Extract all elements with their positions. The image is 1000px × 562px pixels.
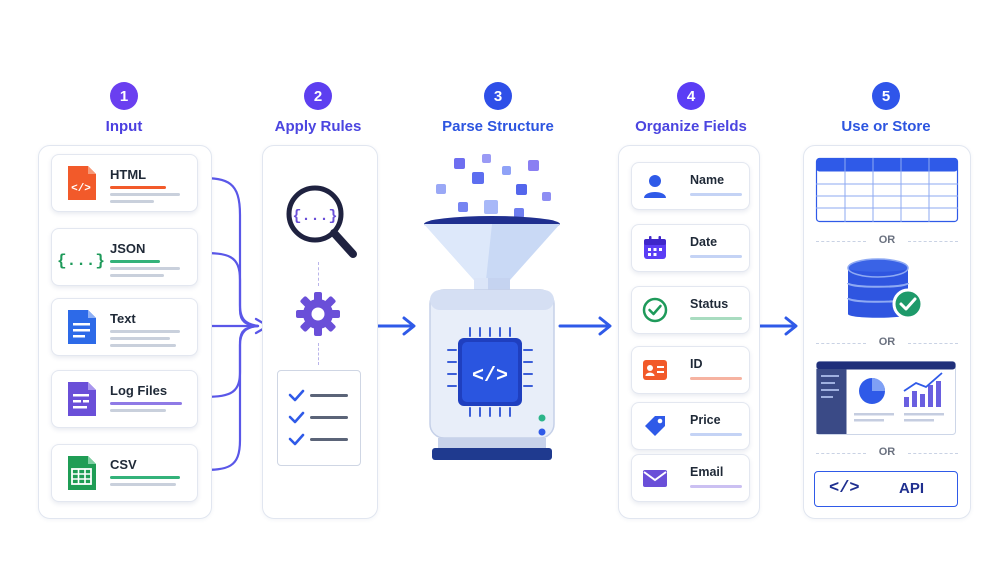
code-brackets-icon: </> [829, 479, 860, 498]
connector-csv [198, 324, 260, 472]
stage-4-header: 4 Organize Fields [628, 82, 754, 135]
email-icon [643, 470, 667, 487]
api-label: API [899, 480, 925, 497]
stage-number-badge: 1 [110, 82, 138, 110]
database-icon [847, 258, 924, 320]
spreadsheet-icon [68, 456, 96, 490]
stage-number-badge: 5 [872, 82, 900, 110]
price-tag-icon [645, 416, 665, 436]
stage-number-badge: 2 [304, 82, 332, 110]
field-label: Name [690, 173, 725, 187]
input-card-text[interactable]: Text [51, 298, 198, 356]
id-card-icon [643, 360, 667, 380]
input-label: CSV [110, 457, 137, 472]
log-file-icon [68, 382, 96, 416]
user-icon [644, 175, 666, 198]
input-label: Text [110, 311, 136, 326]
input-panel: </> HTML {...} JSON Text [38, 145, 212, 519]
stage-title: Organize Fields [635, 118, 747, 135]
gear-icon [296, 292, 340, 336]
field-label: Email [690, 465, 724, 479]
field-card-id[interactable]: ID [631, 346, 750, 394]
input-label: Log Files [110, 383, 168, 398]
input-card-json[interactable]: {...} JSON [51, 228, 198, 286]
stage-2-header: 2 Apply Rules [258, 82, 378, 135]
calendar-icon [644, 236, 666, 259]
table-icon [815, 157, 959, 223]
field-label: Date [690, 235, 718, 249]
field-card-email[interactable]: Email [631, 454, 750, 502]
input-label: HTML [110, 167, 147, 182]
stage-5-header: 5 Use or Store [826, 82, 946, 135]
text-document-icon [68, 310, 96, 344]
stage-number-badge: 4 [677, 82, 705, 110]
dashboard-icon [816, 361, 956, 435]
field-card-name[interactable]: Name [631, 162, 750, 210]
svg-text:{...}: {...} [292, 208, 337, 225]
field-card-status[interactable]: Status [631, 286, 750, 334]
magnifier-rules-icon: {...} [286, 185, 357, 258]
stage-title: Apply Rules [274, 118, 362, 135]
stage-title: Use or Store [841, 118, 931, 135]
stage-3-header: 3 Parse Structure [438, 82, 558, 135]
field-label: Price [690, 413, 721, 427]
stage-1-header: 1 Input [64, 82, 184, 135]
svg-text:</>: </> [472, 365, 508, 388]
svg-text:{...}: {...} [57, 252, 105, 270]
or-divider: OR [816, 335, 958, 351]
field-label: Status [690, 297, 729, 311]
output-panel: OR OR OR </> API [803, 145, 971, 519]
field-card-price[interactable]: Price [631, 402, 750, 450]
rules-panel: {...} [262, 145, 378, 519]
input-card-csv[interactable]: CSV [51, 444, 198, 502]
connector-json [198, 251, 260, 328]
rules-checklist [277, 370, 361, 466]
api-endpoint[interactable]: </> API [814, 471, 958, 507]
stage-title: Parse Structure [442, 118, 554, 135]
stage-title: Input [105, 118, 143, 135]
json-braces-icon: {...} [57, 252, 105, 270]
or-divider: OR [816, 233, 958, 249]
stage-number-badge: 3 [484, 82, 512, 110]
input-card-log-files[interactable]: Log Files [51, 370, 198, 428]
data-cubes [436, 154, 551, 218]
html-file-icon: </> [68, 166, 96, 200]
or-divider: OR [816, 445, 958, 461]
fields-panel: Name Date Status ID [618, 145, 760, 519]
checklist-icon [288, 389, 348, 446]
check-circle-icon [642, 297, 668, 323]
field-card-date[interactable]: Date [631, 224, 750, 272]
field-label: ID [690, 357, 703, 371]
svg-text:</>: </> [71, 183, 91, 195]
parser-machine: </> [424, 154, 560, 460]
input-card-html[interactable]: </> HTML [51, 154, 198, 212]
input-label: JSON [110, 241, 146, 256]
